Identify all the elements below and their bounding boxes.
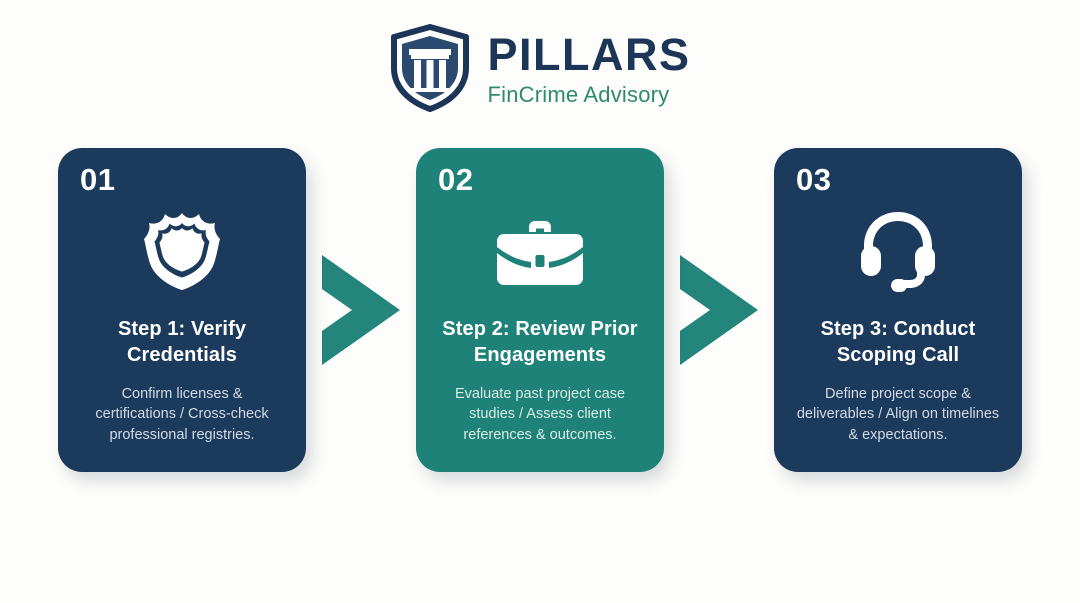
chevron-right-arrow-2 (677, 148, 761, 472)
brand-wordmark: PILLARS FinCrime Advisory (487, 30, 690, 107)
step-description-1: Confirm licenses & certifications / Cros… (95, 385, 269, 443)
brand-header: PILLARS FinCrime Advisory (0, 18, 1080, 118)
brand-title: PILLARS (487, 28, 691, 80)
process-flow: 01 Step 1: Verify Credentials Confirm li… (58, 148, 1022, 472)
shield-pillars-logo-icon (389, 24, 471, 112)
brand-subtitle: FinCrime Advisory (487, 82, 670, 108)
step-number-3: 03 (796, 162, 832, 197)
step-card-3[interactable]: 03 Step 3: Conduct Scoping Call Define p… (774, 148, 1022, 472)
step-description-3: Define project scope & deliverables / Al… (796, 385, 1000, 443)
step-title-1: Step 1: Verify Credentials (117, 318, 247, 367)
step-description-2: Evaluate past project case studies / Ass… (454, 385, 626, 443)
headset-icon (790, 208, 1006, 294)
step-number-2: 02 (438, 162, 474, 197)
chevron-right-arrow-1 (319, 148, 403, 472)
badge-shield-icon (74, 208, 290, 294)
step-number-1: 01 (80, 162, 116, 197)
step-title-2: Step 2: Review Prior Engagements (442, 318, 638, 367)
step-card-2[interactable]: 02 Step 2: Review Prior Engagements Eval… (416, 148, 664, 472)
briefcase-icon (432, 208, 648, 294)
step-title-3: Step 3: Conduct Scoping Call (820, 318, 976, 367)
step-card-1[interactable]: 01 Step 1: Verify Credentials Confirm li… (58, 148, 306, 472)
